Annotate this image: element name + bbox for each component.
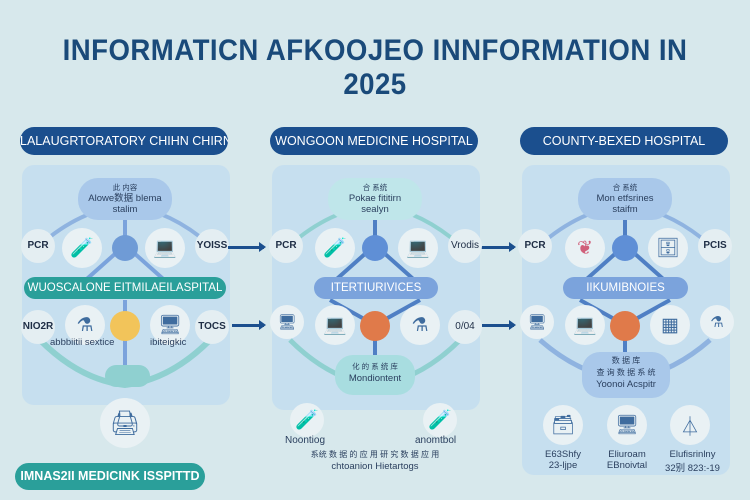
cloud-cn: 化 的 系 统 库 xyxy=(352,362,398,371)
sub-label: abbbiitii sextice xyxy=(50,337,115,348)
node-pcr: PCR xyxy=(269,229,303,263)
node-tocs: TOCS xyxy=(195,310,229,344)
flask-icon: ⚗ xyxy=(700,305,734,339)
device-icon: 🖥 xyxy=(270,305,304,339)
node-pcis: PCIS xyxy=(698,229,732,263)
server-icon: 🗄 xyxy=(648,228,688,268)
cloud-cn: 查 询 数 据 系 统 xyxy=(596,368,656,377)
bottom-cloud: 化 的 系 统 库 Mondiontent xyxy=(335,355,415,395)
arrow-right xyxy=(232,320,266,330)
band-label: WUOSCALONE EITMILAEILASPITAL xyxy=(24,277,226,299)
cloud-cn: 合 系统 xyxy=(362,183,388,192)
flask-icon: ⚗ xyxy=(400,305,440,345)
bottom-cloud xyxy=(105,365,150,387)
device-icon: 🖥 xyxy=(150,305,190,345)
band-label: ITERTIURIVICES xyxy=(314,277,438,299)
band-label: IIKUMIBNOIES xyxy=(563,277,688,299)
item-line: 23-ljpe xyxy=(548,460,578,471)
cloud-title: Mondiontent xyxy=(348,373,402,384)
lab-machine-icon: 🖨 xyxy=(100,398,150,448)
item-label: E63Shfy 23-ljpe xyxy=(533,449,593,471)
monitor-icon: 🖥 xyxy=(607,405,647,445)
test-tube-icon: 🧪 xyxy=(315,228,355,268)
item-line: E63Shfy xyxy=(545,449,581,460)
node-vrodis: Vrodis xyxy=(448,229,482,263)
item-line: Elufisrinlny xyxy=(669,449,716,460)
test-tube-icon: 🧪 xyxy=(62,228,102,268)
item-label: Noontiog xyxy=(285,435,326,446)
cloud-cn: 此 内容 xyxy=(112,183,138,192)
item-label: Eliuroam EBnoivtal xyxy=(597,449,657,471)
cloud-sub: stalim xyxy=(112,204,138,215)
cloud-title: Alowe数据 blema xyxy=(88,193,162,204)
monitor-icon: 💻 xyxy=(398,228,438,268)
microscope-icon: ⏃ xyxy=(670,405,710,445)
organ-icon: ❦ xyxy=(565,228,605,268)
column-county-hospital: COUNTY-BEXED HOSPITAL 合 系统 Mon etfsrines… xyxy=(500,0,750,500)
cloud-cn: 数 据 库 xyxy=(611,356,641,365)
top-cloud: 此 内容 Alowe数据 blema stalim xyxy=(78,178,172,220)
header-medicine-hospital: WONGOON MEDICINE HOSPITAL xyxy=(270,127,478,155)
arrow-right xyxy=(228,242,266,252)
item-line: 32别 823:-19 xyxy=(665,463,720,474)
arrow-right xyxy=(482,320,516,330)
top-cloud: 合 系统 Mon etfsrines staifm xyxy=(578,178,672,220)
chart-node xyxy=(110,311,140,341)
caption: chtoanion Hietartogs xyxy=(331,461,419,472)
equipment-icon: 🗃 xyxy=(543,405,583,445)
node-yoiss: YOISS xyxy=(195,229,229,263)
laptop-icon: 💻 xyxy=(565,305,605,345)
item-line: EBnoivtal xyxy=(606,460,648,471)
cloud-sub: staifm xyxy=(612,204,638,215)
arrow-right xyxy=(478,242,516,252)
beaker-icon: 🧪 xyxy=(290,403,324,437)
cloud-sub: sealyn xyxy=(361,204,389,215)
hub-node xyxy=(362,235,388,261)
device-icon: 🖥 xyxy=(520,305,554,339)
flask-icon: ⚗ xyxy=(65,305,105,345)
column-medicine-hospital: WONGOON MEDICINE HOSPITAL 合 系统 Pokae fit… xyxy=(250,0,500,500)
item-line: Eliuroam xyxy=(608,449,646,460)
dashboard-icon: ▦ xyxy=(650,305,690,345)
hub-node-orange xyxy=(610,311,640,341)
test-tube-icon: 🧪 xyxy=(423,403,457,437)
item-label: anomtbol xyxy=(415,435,457,446)
node-pcr: PCR xyxy=(21,229,55,263)
node-0-04: 0/04 xyxy=(448,310,482,344)
footer-label: IMNAS2II MEDICINK ISSPITTD xyxy=(15,463,205,490)
cloud-cn: 合 系统 xyxy=(612,183,638,192)
hub-node xyxy=(112,235,138,261)
column-laboratory: LALAUGRTORATORY CHIHN CHIRN 此 内容 Alowe数据… xyxy=(0,0,250,500)
item-label: Elufisrinlny 32别 823:-19 xyxy=(660,449,725,474)
bottom-cloud: 数 据 库 查 询 数 据 系 统 Yoonoi Acspitr xyxy=(582,352,670,398)
monitor-icon: 💻 xyxy=(145,228,185,268)
hub-node-orange xyxy=(360,311,390,341)
cloud-title: Pokae fititirn xyxy=(348,193,402,204)
sub-label: ibiteigkic xyxy=(150,337,187,348)
cloud-title: Yoonoi Acspitr xyxy=(596,379,656,390)
page-title: INFORMATICN AFKOOJEO INNFORMATION IN 202… xyxy=(62,34,688,101)
header-county-hospital: COUNTY-BEXED HOSPITAL xyxy=(520,127,728,155)
cloud-title: Mon etfsrines xyxy=(596,193,654,204)
node-pcr: PCR xyxy=(518,229,552,263)
header-laboratory: LALAUGRTORATORY CHIHN CHIRN xyxy=(20,127,228,155)
hub-node xyxy=(612,235,638,261)
top-cloud: 合 系统 Pokae fititirn sealyn xyxy=(328,178,422,220)
caption-cn: 系统 数 据 的 应 用 研 究 数 据 应 用 xyxy=(310,450,440,459)
node-ni02r: NIO2R xyxy=(21,310,55,344)
laptop-icon: 💻 xyxy=(315,305,355,345)
